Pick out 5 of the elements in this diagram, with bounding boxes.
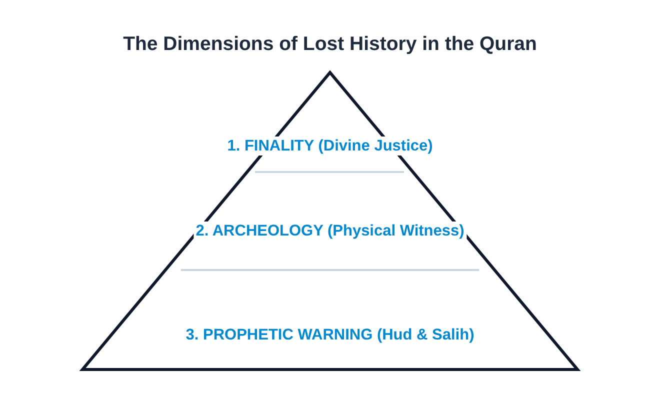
tier-label: 2. ARCHEOLOGY (Physical Witness) — [194, 222, 466, 240]
pyramid — [80, 70, 580, 372]
tier-label: 1. FINALITY (Divine Justice) — [225, 136, 435, 156]
diagram-title: The Dimensions of Lost History in the Quran — [123, 33, 537, 55]
tier-label: 3. PROPHETIC WARNING (Hud & Salih) — [184, 326, 476, 344]
